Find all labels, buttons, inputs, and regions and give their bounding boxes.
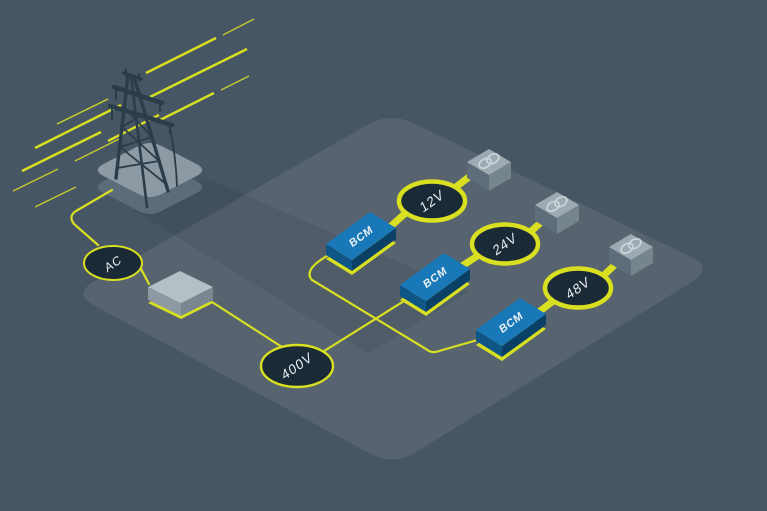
bcm-box-1: BCM	[326, 212, 396, 275]
connection-lines	[70, 188, 490, 355]
load-box-1	[467, 149, 511, 191]
load-box-3	[609, 234, 653, 276]
edge-grid-to-ac	[70, 188, 114, 247]
node-48v: 48V	[542, 266, 614, 310]
power-lines	[12, 18, 255, 208]
load-rings-icon	[546, 195, 568, 213]
transmission-tower-icon	[107, 68, 178, 209]
load-rings-icon	[620, 237, 642, 255]
edge-ac-to-converter	[138, 265, 151, 286]
node-24v: 24V	[469, 222, 541, 266]
load-rings-icon	[478, 152, 500, 170]
node-12v: 12V	[396, 179, 468, 223]
power-converter-box-icon	[148, 271, 213, 319]
edge-converter-to-400v	[210, 300, 284, 349]
edge-400v-to-bcm24	[319, 294, 414, 355]
load-box-2	[535, 192, 579, 234]
node-ac: AC	[83, 245, 143, 281]
node-400v: 400V	[259, 343, 335, 389]
bcm-box-2: BCM	[400, 253, 470, 316]
bcm-box-3: BCM	[476, 298, 546, 361]
edge-bcm12-to-bcm48	[308, 248, 490, 354]
tower-shadow	[133, 178, 468, 354]
